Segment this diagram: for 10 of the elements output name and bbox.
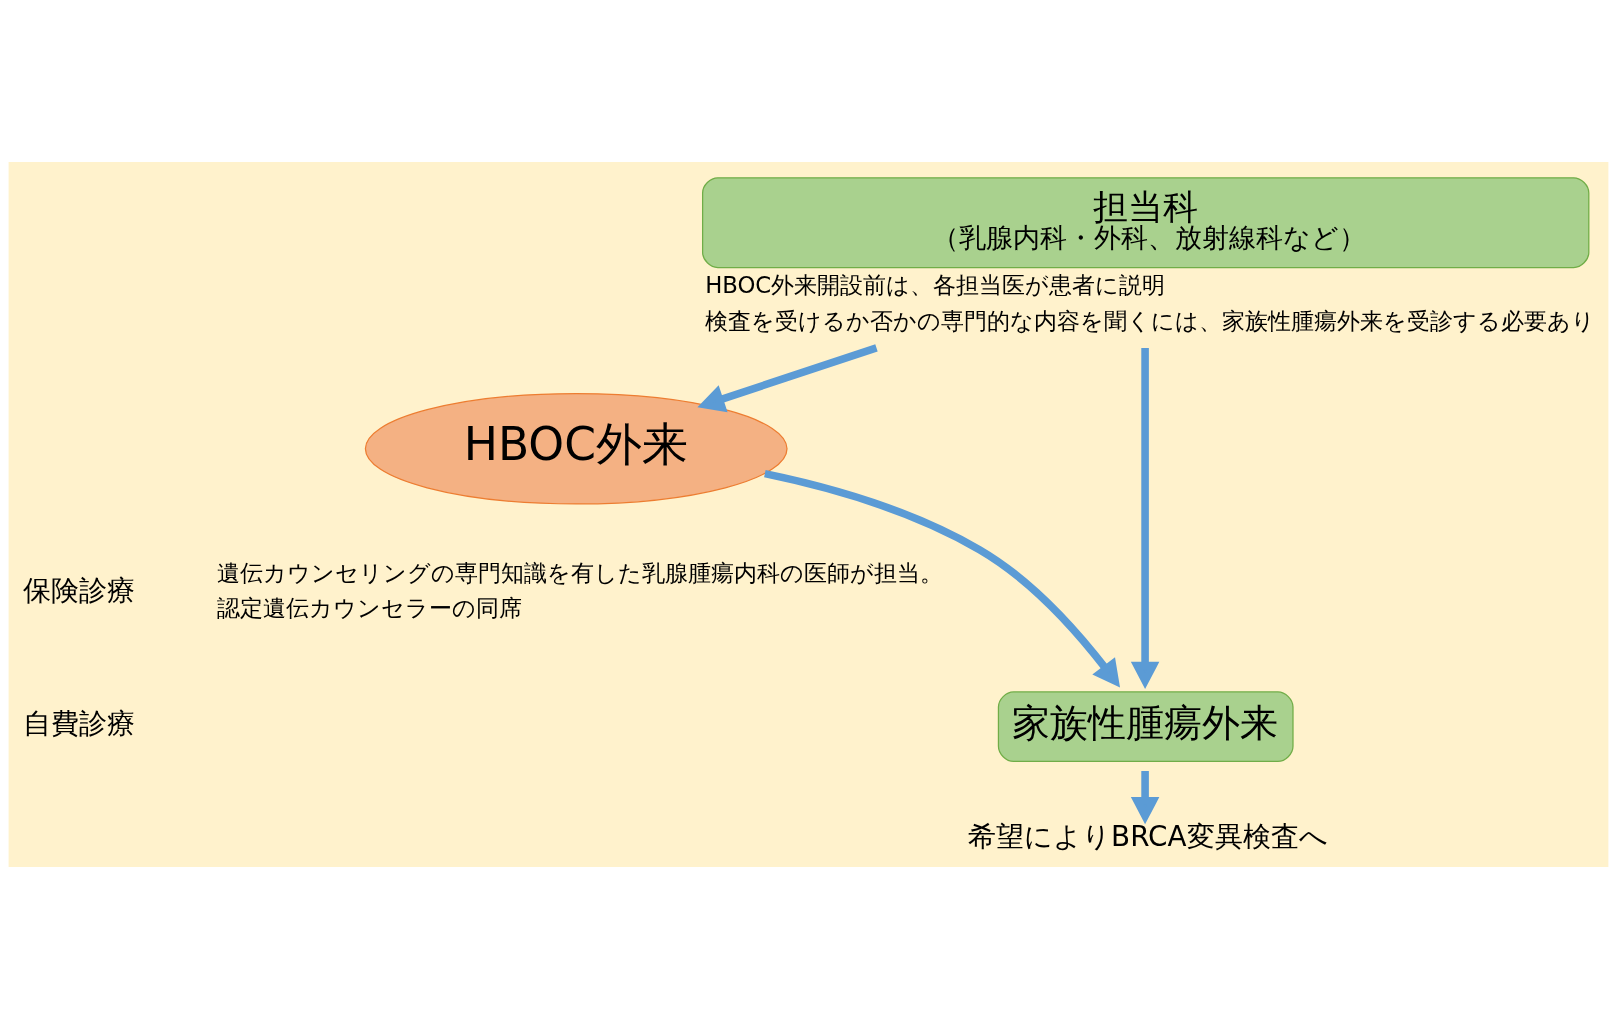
node-text: 希望によりBRCA変異検査へ	[968, 820, 1328, 854]
arrow	[764, 469, 1121, 688]
label: 保険診療	[23, 573, 136, 607]
node-label: HBOC外来開設前は、各担当医が患者に説明	[705, 272, 1166, 299]
node-ellipse: HBOC外来	[364, 392, 788, 505]
node-label: 検査を受けるか否かの専門的な内容を聞くには、家族性腫瘍外来を受診する必要あり	[705, 307, 1596, 334]
node-label: 遺伝カウンセリングの専門知識を有した乳腺腫瘍内科の医師が担当。	[217, 559, 944, 586]
node-label: 認定遺伝カウンセラーの同席	[217, 594, 523, 621]
arrow	[697, 344, 878, 413]
label: 自費診療	[23, 707, 136, 741]
